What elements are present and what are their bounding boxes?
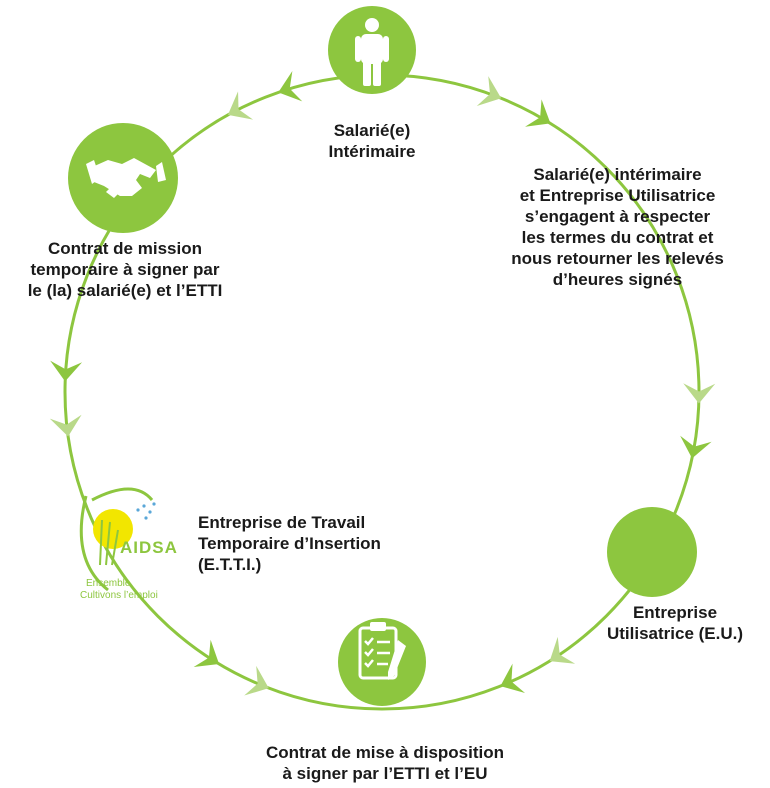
label-engagement: Salarié(e) intérimaire et Entreprise Uti… <box>511 165 724 289</box>
node-contrat-mad <box>338 618 426 706</box>
node-eu <box>607 507 697 597</box>
chevron-arrow-icon <box>680 435 712 459</box>
chevron-arrow-icon <box>49 414 82 437</box>
logo-name: AIDSA <box>120 538 178 557</box>
node-salarie <box>328 6 416 94</box>
label-etti: Entreprise de Travail Temporaire d’Inser… <box>198 513 381 574</box>
label-salarie: Salarié(e) Intérimaire <box>328 121 416 161</box>
chevron-arrow-icon <box>476 76 502 107</box>
aidsa-logo <box>79 487 156 592</box>
label-eu: Entreprise Utilisatrice (E.U.) <box>606 603 744 643</box>
cycle-arrows <box>49 70 716 696</box>
label-contrat-mission: Contrat de mission temporaire à signer p… <box>27 239 223 300</box>
chevron-arrow-icon <box>244 665 269 696</box>
chevron-arrow-icon <box>193 639 220 667</box>
chevron-arrow-icon <box>500 663 526 694</box>
arrow-right <box>680 383 716 459</box>
label-contrat-mad: Contrat de mise à disposition à signer p… <box>265 743 505 783</box>
chevron-arrow-icon <box>683 383 716 404</box>
chevron-arrow-icon <box>227 91 254 120</box>
arrow-left <box>49 360 83 437</box>
chevron-arrow-icon <box>549 636 576 664</box>
node-contrat-mission <box>68 123 178 233</box>
person-icon <box>355 18 389 86</box>
handshake-icon <box>86 158 166 198</box>
arrow-bottom-right <box>500 636 576 694</box>
chevron-arrow-icon <box>278 70 303 102</box>
arrow-top-right <box>476 76 551 127</box>
arrow-top-left <box>227 70 303 120</box>
clipboard-checklist-icon <box>358 622 406 680</box>
logo-tagline-2: Cultivons l’emploi <box>80 590 158 601</box>
chevron-arrow-icon <box>525 99 551 127</box>
chevron-arrow-icon <box>50 360 83 382</box>
arrow-bottom-left <box>193 639 269 696</box>
logo-tagline-1: Ensemble <box>86 578 131 589</box>
